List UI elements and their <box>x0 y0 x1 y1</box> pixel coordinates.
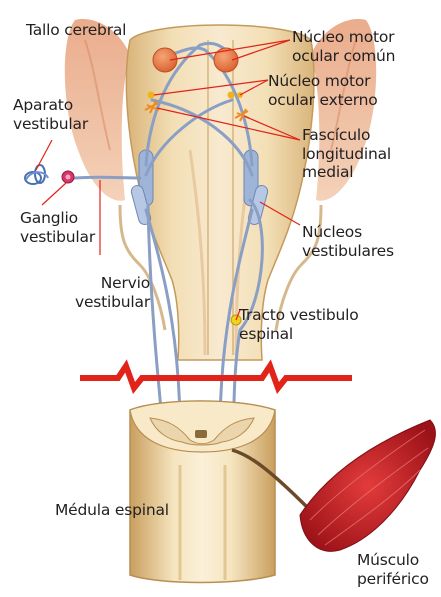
label-nervio-vestibular: Nervio vestibular <box>75 274 150 311</box>
label-nucleo-motor-ocular-externo: Núcleo motor ocular externo <box>268 72 378 109</box>
label-nucleos-vestibulares: Núcleos vestibulares <box>302 223 394 260</box>
label-ganglio-vestibular: Ganglio vestibular <box>20 209 95 246</box>
label-nucleo-motor-ocular-comun: Núcleo motor ocular común <box>292 28 395 65</box>
spinal-cord <box>130 401 275 583</box>
label-tallo-cerebral: Tallo cerebral <box>26 21 126 40</box>
label-tracto-vestibulo-espinal: Tracto vestibulo espinal <box>239 306 359 343</box>
label-fasciculo-longitudinal-medial: Fascículo longitudinal medial <box>302 126 391 182</box>
vestibular-apparatus <box>25 165 74 184</box>
label-aparato-vestibular: Aparato vestibular <box>13 96 88 133</box>
label-musculo-periferico: Músculo periférico <box>357 551 429 588</box>
break-symbol <box>80 366 352 388</box>
label-medula-espinal: Médula espinal <box>55 501 169 520</box>
